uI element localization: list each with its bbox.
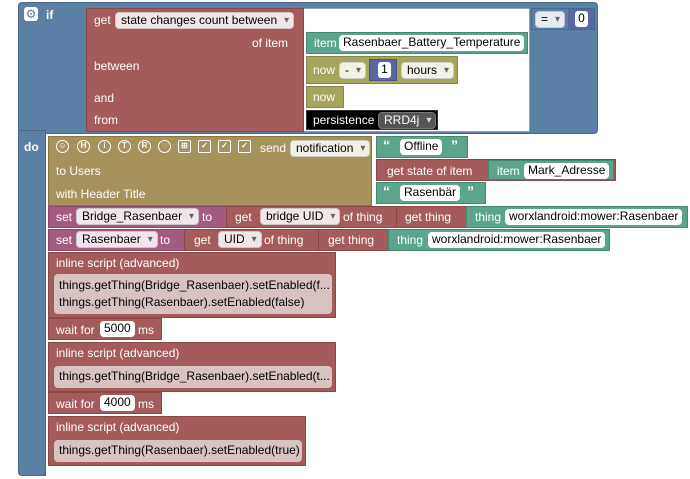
item-label: item <box>314 36 337 50</box>
thing-field-2[interactable]: worxlandroid:mower:Rasenbaer <box>428 232 606 248</box>
thing-label: thing <box>475 210 502 224</box>
and-now-label: now <box>313 90 336 104</box>
prop-dropdown-2[interactable]: UID <box>218 231 262 248</box>
action3-icon[interactable]: ✓ <box>238 140 251 153</box>
inline-script-title-3: inline script (advanced) <box>56 420 180 434</box>
and-label: and <box>94 91 115 105</box>
if-label: if <box>46 8 54 22</box>
now-op-dropdown[interactable]: - <box>339 62 366 79</box>
to-label-2: to <box>160 233 171 247</box>
unit-dropdown[interactable]: hours <box>401 62 455 79</box>
header-title-label: with Header Title <box>56 187 146 201</box>
user-item-label: item <box>497 164 520 178</box>
do-label: do <box>24 140 39 154</box>
wait-unit-2: ms <box>138 397 154 411</box>
now-block[interactable] <box>306 86 344 108</box>
person-icon[interactable]: ☺ <box>56 140 69 153</box>
wait-value-2[interactable]: 4000 <box>100 395 135 411</box>
prop-dropdown[interactable]: bridge UID <box>260 208 341 225</box>
get-state-label: get state of item <box>387 164 473 178</box>
set-var-dropdown[interactable]: Bridge_Rasenbaer <box>76 208 200 225</box>
item-name-field[interactable]: Rasenbaer_Battery_Temperature <box>339 35 525 51</box>
inline-script-title-2: inline script (advanced) <box>56 346 180 360</box>
thing-field[interactable]: worxlandroid:mower:Rasenbaer <box>505 209 683 225</box>
h-icon[interactable]: H <box>77 140 90 153</box>
script-code-3-line-1: things.getThing(Rasenbaer).setEnabled(tr… <box>59 443 300 457</box>
of-thing-label: of thing <box>343 210 383 224</box>
if-block-spine <box>18 130 46 476</box>
script-code-3[interactable]: things.getThing(Rasenbaer).setEnabled(tr… <box>54 440 302 462</box>
of-item-label: of item <box>252 36 289 50</box>
script-code-2-line-1: things.getThing(Bridge_Rasenbaer).setEna… <box>59 369 330 383</box>
cloud-icon[interactable]: ◌ <box>158 140 171 153</box>
get-label-2: get <box>194 233 211 247</box>
inline-script-title-1: inline script (advanced) <box>56 256 180 270</box>
open-quote-icon-2: “ <box>383 183 390 199</box>
send-type-dropdown[interactable]: notification <box>290 140 371 157</box>
set-var-dropdown-2[interactable]: Rasenbaer <box>76 231 158 248</box>
compare-value-field[interactable]: 0 <box>575 11 588 27</box>
get-label: get <box>94 13 111 27</box>
of-thing-label-2: of thing <box>264 233 304 247</box>
to-users-label: to Users <box>56 164 101 178</box>
compare-op-dropdown[interactable]: = <box>535 11 566 28</box>
script-code-2[interactable]: things.getThing(Bridge_Rasenbaer).setEna… <box>54 366 332 388</box>
action1-icon[interactable]: ✓ <box>198 140 211 153</box>
persistence-dropdown[interactable]: RRD4j <box>378 112 437 129</box>
image-icon[interactable]: ⊞ <box>178 140 191 153</box>
persistence-label: persistence <box>313 113 375 127</box>
gear-icon[interactable]: ⚙ <box>24 7 38 21</box>
r-icon[interactable]: R <box>138 140 151 153</box>
get-thing-label: get thing <box>405 210 452 224</box>
wait-unit-1: ms <box>138 323 154 337</box>
wait-label-1: wait for <box>56 323 95 337</box>
now-label: now <box>313 63 336 77</box>
close-quote-icon-2: ” <box>467 183 474 199</box>
thing-label-2: thing <box>397 233 424 247</box>
to-label: to <box>202 210 213 224</box>
set-label-2: set <box>56 233 73 247</box>
script-code-1-line-2: things.getThing(Rasenbaer).setEnabled(fa… <box>59 295 305 309</box>
t-icon[interactable]: T <box>118 140 131 153</box>
script-code-1-line-1: things.getThing(Bridge_Rasenbaer).setEna… <box>59 278 330 292</box>
open-quote-icon: “ <box>383 137 390 153</box>
action2-icon[interactable]: ✓ <box>218 140 231 153</box>
function-dropdown[interactable]: state changes count between <box>115 12 295 29</box>
get-label: get <box>235 210 252 224</box>
message-field[interactable]: Offline <box>400 139 443 155</box>
wait-value-1[interactable]: 5000 <box>100 321 135 337</box>
header-field[interactable]: Rasenbär <box>400 185 461 201</box>
if-block-footer <box>18 464 46 476</box>
from-label: from <box>94 113 118 127</box>
set-label: set <box>56 210 73 224</box>
get-thing-label-2: get thing <box>328 233 375 247</box>
send-label: send <box>260 141 287 155</box>
script-code-1[interactable]: things.getThing(Bridge_Rasenbaer).setEna… <box>54 274 332 314</box>
close-quote-icon: ” <box>451 137 458 153</box>
amount-field[interactable]: 1 <box>378 62 391 78</box>
user-item-field[interactable]: Mark_Adresse <box>524 163 610 179</box>
i-icon[interactable]: i <box>98 140 111 153</box>
between-label: between <box>94 59 140 73</box>
wait-label-2: wait for <box>56 397 95 411</box>
